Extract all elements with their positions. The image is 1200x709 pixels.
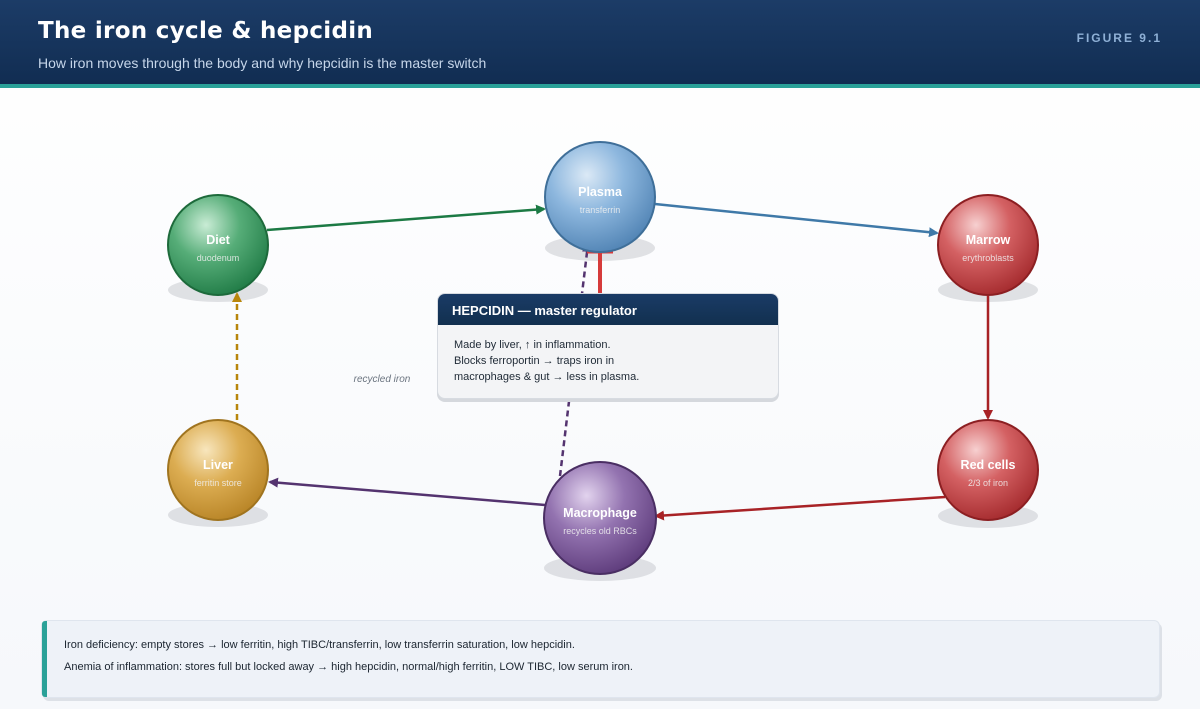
arrow-macrophage-to-liver: [268, 477, 546, 507]
red-cells-sub: 2/3 of iron: [968, 478, 1008, 488]
hepcidin-callout-body: Made by liver, ↑ in inflammation. Blocks…: [438, 325, 778, 385]
recycled-iron-label: recycled iron: [354, 374, 411, 385]
hepcidin-callout: HEPCIDIN — master regulator Made by live…: [437, 293, 779, 399]
diet-name: Diet: [206, 233, 230, 247]
marrow-name: Marrow: [966, 233, 1011, 247]
hepcidin-line: macrophages & gut → less in plasma.: [454, 371, 640, 383]
liver-sub: ferritin store: [194, 478, 242, 488]
header-banner: The iron cycle & hepcidin How iron moves…: [0, 0, 1200, 84]
arrow-diet-to-plasma: [266, 204, 546, 232]
figure-label: FIGURE 9.1: [1076, 31, 1162, 45]
summary-line-anemia-inflammation: Anemia of inflammation: stores full but …: [64, 661, 633, 673]
summary-accent-bar: [42, 621, 47, 697]
node-marrow: Marrow erythroblasts: [937, 194, 1039, 296]
arrow-red-cells-to-macrophage: [654, 495, 946, 521]
arrow-macrophage-to-plasma-recycled: [558, 242, 593, 477]
plasma-name: Plasma: [578, 185, 623, 199]
node-macrophage: Macrophage recycles old RBCs: [543, 461, 657, 575]
red-cells-name: Red cells: [961, 458, 1016, 472]
marrow-sub: erythroblasts: [962, 253, 1014, 263]
liver-name: Liver: [203, 458, 233, 472]
hepcidin-callout-title: HEPCIDIN — master regulator: [438, 294, 778, 325]
page-title: The iron cycle & hepcidin: [38, 18, 374, 44]
node-diet: Diet duodenum: [167, 194, 269, 296]
header-accent-rule: [0, 84, 1200, 88]
node-plasma: Plasma transferrin: [544, 141, 656, 253]
node-red-cells: Red cells 2/3 of iron: [937, 419, 1039, 521]
node-liver: Liver ferritin store: [167, 419, 269, 521]
page-subtitle: How iron moves through the body and why …: [38, 55, 487, 71]
arrow-plasma-to-marrow: [654, 202, 939, 238]
plasma-sub: transferrin: [580, 205, 621, 215]
summary-panel: Iron deficiency: empty stores → low ferr…: [41, 620, 1160, 698]
hepcidin-line: Blocks ferroportin → traps iron in: [454, 355, 615, 367]
hepcidin-line: Made by liver, ↑ in inflammation.: [454, 339, 611, 351]
diet-sub: duodenum: [197, 253, 240, 263]
macrophage-sub: recycles old RBCs: [563, 526, 637, 536]
macrophage-name: Macrophage: [563, 506, 637, 520]
summary-line-iron-deficiency: Iron deficiency: empty stores → low ferr…: [64, 639, 575, 651]
